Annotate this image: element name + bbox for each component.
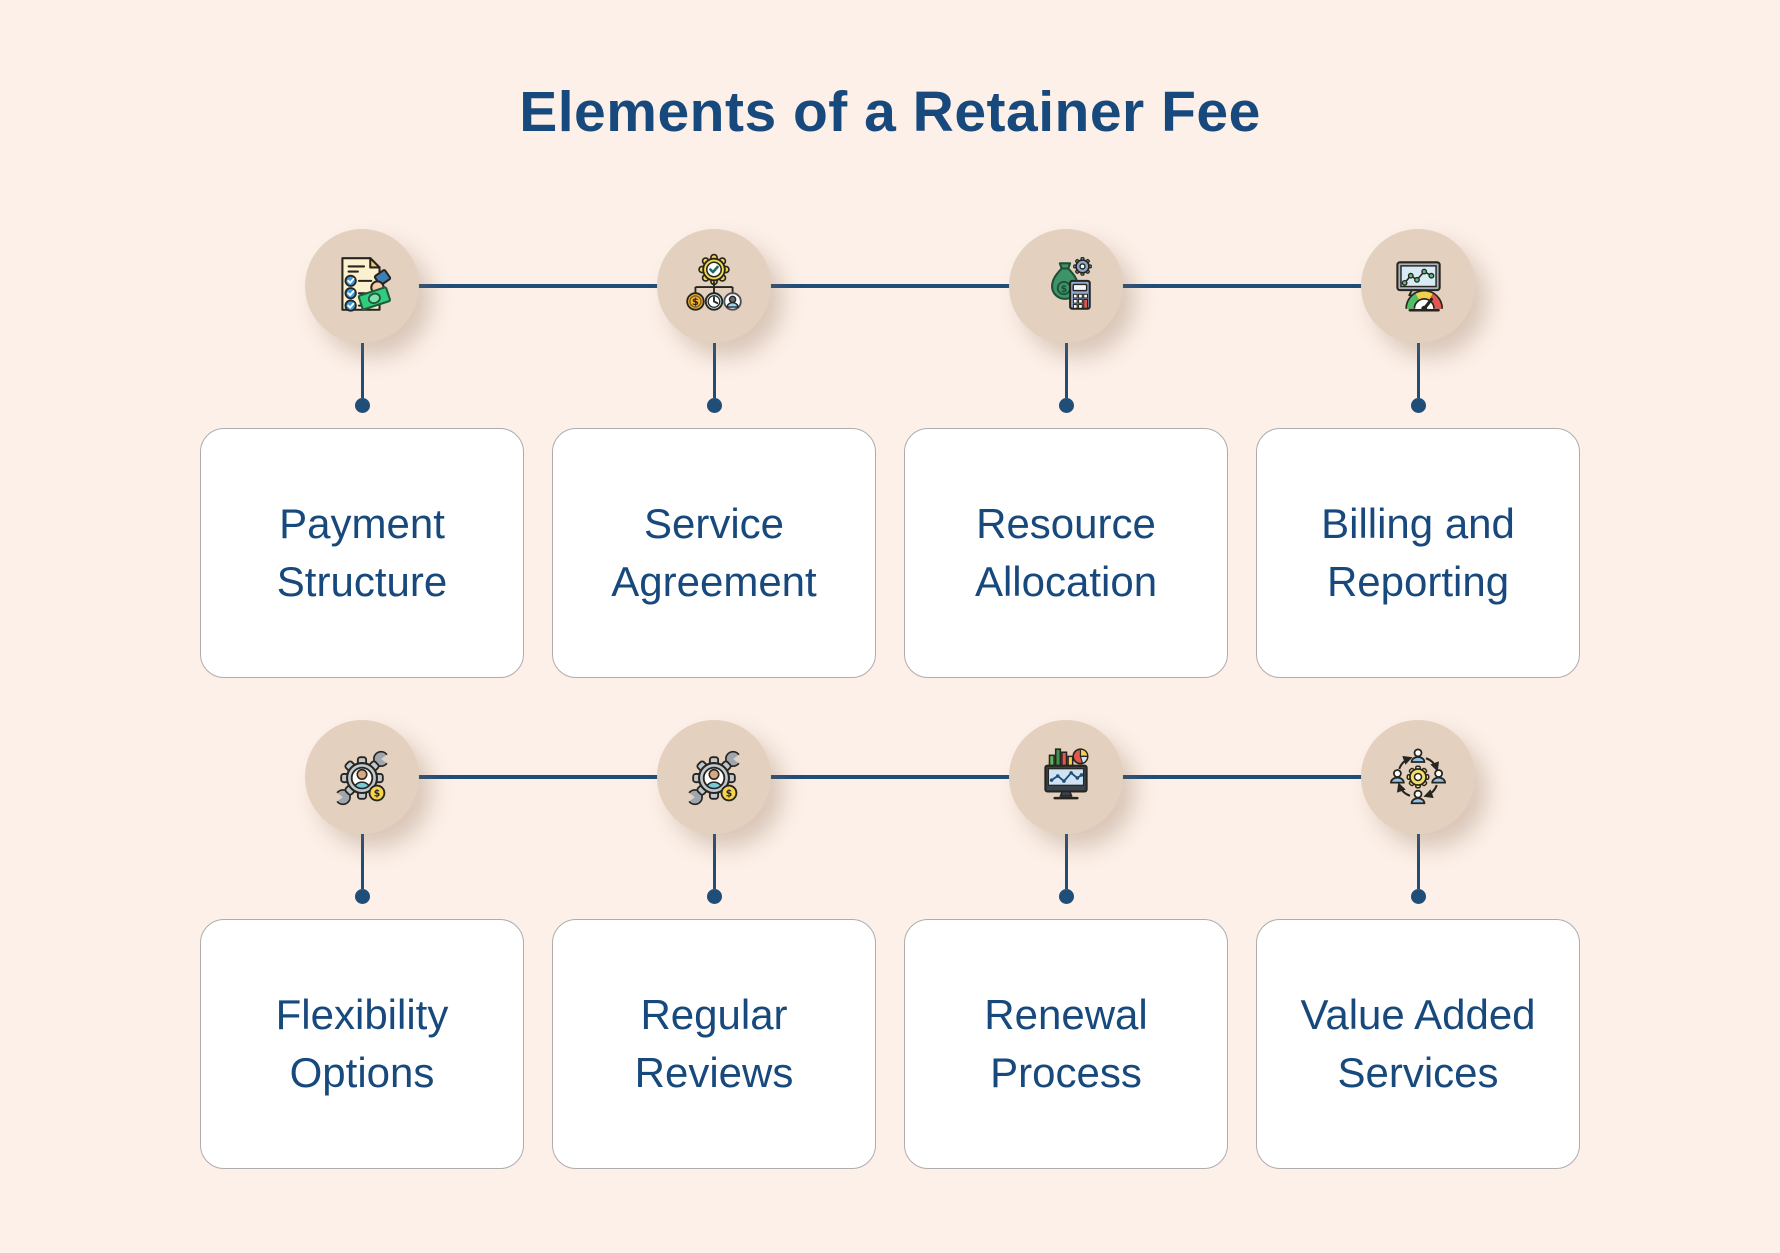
gear-person-wrench-coin-icon: $ bbox=[333, 750, 391, 806]
connector-dot bbox=[706, 398, 722, 413]
card-label: Value Added Services bbox=[1300, 991, 1536, 1096]
connector-line-row1 bbox=[362, 284, 1418, 288]
connector-stem bbox=[1416, 834, 1420, 889]
card-flexibility-options: Flexibility Options bbox=[200, 919, 524, 1169]
dollar-glyph: $ bbox=[692, 297, 699, 308]
connector-stem bbox=[1416, 343, 1420, 398]
agreement-badge-icon: $ bbox=[686, 253, 742, 311]
connector-line-row2 bbox=[362, 775, 1418, 779]
card-renewal-process: Renewal Process bbox=[904, 919, 1228, 1169]
card-label: Flexibility Options bbox=[275, 991, 449, 1096]
connector-stem bbox=[712, 343, 716, 398]
card-service-agreement: Service Agreement bbox=[552, 428, 876, 678]
regular-reviews-icon-circle: $ bbox=[657, 720, 771, 834]
connector-stem bbox=[712, 834, 716, 889]
connector-dot bbox=[1410, 398, 1426, 413]
connector-dot bbox=[354, 398, 370, 413]
card-value-added-services: Value Added Services bbox=[1256, 919, 1580, 1169]
connector-stem bbox=[360, 343, 364, 398]
billing-reporting-icon-circle bbox=[1361, 229, 1475, 343]
renewal-process-icon-circle bbox=[1009, 720, 1123, 834]
card-payment-structure: Payment Structure bbox=[200, 428, 524, 678]
node-flexibility-options: $ Flexibility Options bbox=[200, 720, 524, 1169]
card-label: Payment Structure bbox=[276, 500, 448, 605]
connector-dot bbox=[354, 889, 370, 904]
node-regular-reviews: $ Regular Reviews bbox=[552, 720, 876, 1169]
connector-dot bbox=[1058, 398, 1074, 413]
monitor-gauge-icon bbox=[1396, 261, 1444, 312]
node-service-agreement: $ Service Agreement bbox=[552, 229, 876, 678]
node-payment-structure: Payment Structure bbox=[200, 229, 524, 678]
card-label: Resource Allocation bbox=[974, 500, 1158, 605]
people-cycle-gear-icon bbox=[1390, 748, 1446, 805]
flexibility-options-icon-circle: $ bbox=[305, 720, 419, 834]
monitor-charts-icon bbox=[1044, 748, 1089, 800]
row-1: Payment Structure bbox=[0, 229, 1780, 678]
connector-dot bbox=[1410, 889, 1426, 904]
dollar-glyph: $ bbox=[374, 789, 380, 800]
page-title: Elements of a Retainer Fee bbox=[519, 80, 1261, 144]
row-1-columns: Payment Structure bbox=[0, 229, 1780, 678]
card-regular-reviews: Regular Reviews bbox=[552, 919, 876, 1169]
card-resource-allocation: Resource Allocation bbox=[904, 428, 1228, 678]
connector-dot bbox=[1058, 889, 1074, 904]
service-agreement-icon-circle: $ bbox=[657, 229, 771, 343]
row-2: $ Flexibility Options bbox=[0, 720, 1780, 1169]
row-2-columns: $ Flexibility Options bbox=[0, 720, 1780, 1169]
card-label: Service Agreement bbox=[611, 500, 817, 605]
connector-stem bbox=[1064, 834, 1068, 889]
card-label: Billing and Reporting bbox=[1321, 500, 1515, 605]
gear-person-wrench-coin-icon: $ bbox=[685, 750, 743, 806]
node-resource-allocation: $ Resource Allocation bbox=[904, 229, 1228, 678]
money-bag-calculator-icon: $ bbox=[1051, 257, 1092, 310]
payment-structure-icon-circle bbox=[305, 229, 419, 343]
node-value-added-services: Value Added Services bbox=[1256, 720, 1580, 1169]
dollar-glyph: $ bbox=[726, 789, 732, 800]
checklist-money-icon bbox=[341, 257, 392, 312]
value-added-services-icon-circle bbox=[1361, 720, 1475, 834]
node-billing-reporting: Billing and Reporting bbox=[1256, 229, 1580, 678]
connector-stem bbox=[360, 834, 364, 889]
card-billing-reporting: Billing and Reporting bbox=[1256, 428, 1580, 678]
card-label: Regular Reviews bbox=[634, 991, 794, 1096]
card-label: Renewal Process bbox=[984, 991, 1148, 1096]
node-renewal-process: Renewal Process bbox=[904, 720, 1228, 1169]
dollar-glyph: $ bbox=[1061, 284, 1067, 295]
resource-allocation-icon-circle: $ bbox=[1009, 229, 1123, 343]
connector-dot bbox=[706, 889, 722, 904]
connector-stem bbox=[1064, 343, 1068, 398]
